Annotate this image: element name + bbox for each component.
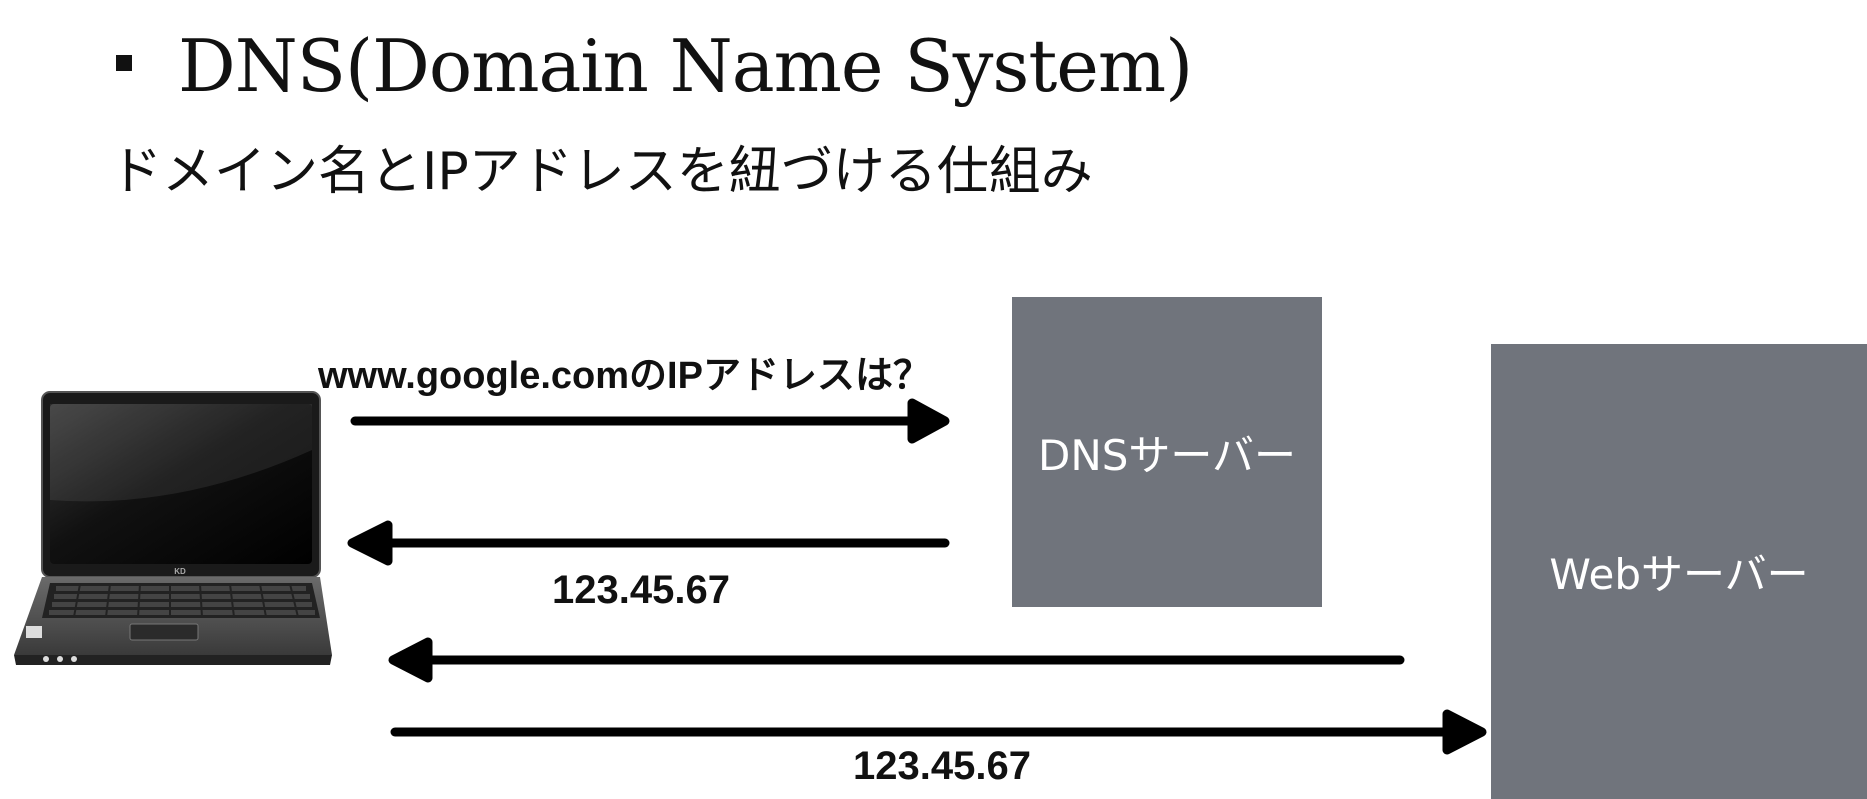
- bullet-marker: [116, 55, 132, 71]
- dns-server-box: DNSサーバー: [1012, 297, 1322, 607]
- dns-server-label: DNSサーバー: [1038, 430, 1296, 480]
- laptop-brand: KD: [174, 567, 186, 576]
- slide-subtitle: ドメイン名とIPアドレスを紐づける仕組み: [110, 142, 1093, 202]
- laptop-icon: KD: [14, 391, 332, 665]
- web-server-box: Webサーバー: [1491, 344, 1867, 799]
- web-request-ip-label: 123.45.67: [853, 744, 1031, 788]
- dns-response-ip-label: 123.45.67: [552, 568, 730, 612]
- query-label: www.google.comのIPアドレスは？: [318, 355, 931, 397]
- slide-title: DNS(Domain Name System): [178, 24, 1193, 108]
- web-server-label: Webサーバー: [1549, 550, 1809, 599]
